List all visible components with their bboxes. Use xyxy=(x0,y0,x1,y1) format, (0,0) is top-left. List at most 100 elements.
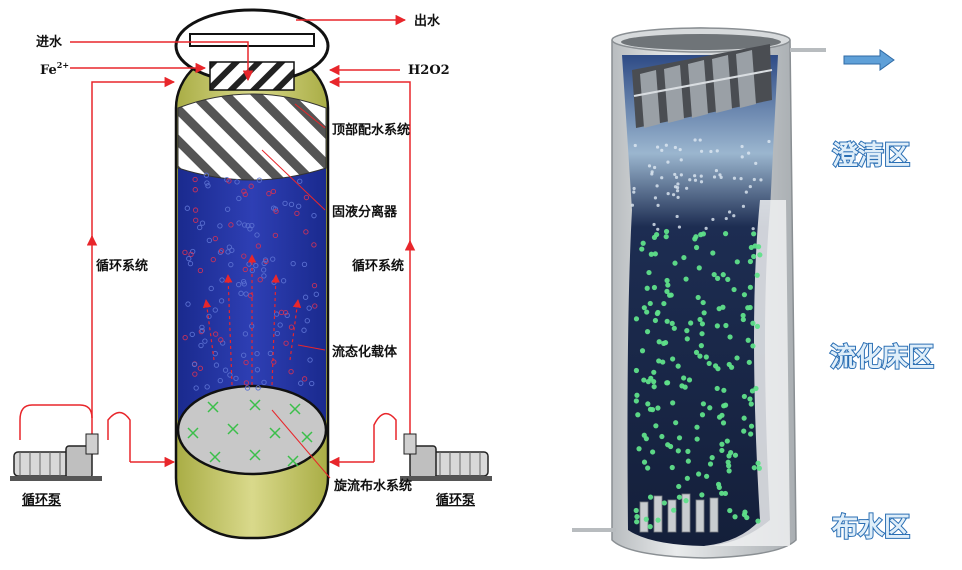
media-particle xyxy=(739,177,743,181)
carrier-particle xyxy=(243,291,249,297)
media-particle xyxy=(741,393,747,400)
carrier-particle xyxy=(253,262,259,269)
carrier-particle xyxy=(236,220,242,226)
carrier-particle xyxy=(255,243,262,249)
media-particle xyxy=(669,320,675,326)
media-particle xyxy=(707,405,713,411)
carrier-particle xyxy=(192,176,198,183)
media-particle xyxy=(675,214,679,219)
carrier-particle xyxy=(303,194,310,201)
media-particle xyxy=(746,359,752,365)
media-particle xyxy=(741,428,747,434)
media-particle xyxy=(645,401,651,407)
carrier-particle xyxy=(280,278,287,284)
carrier-particle xyxy=(247,226,253,232)
h2o2-label: H2O2 xyxy=(408,63,450,78)
carrier-particle xyxy=(189,331,195,338)
carrier-particle xyxy=(240,278,247,285)
carrier-particle xyxy=(311,213,317,219)
carrier-particle xyxy=(228,222,234,228)
media-particle xyxy=(723,322,729,329)
media-particle xyxy=(699,412,706,418)
media-particle xyxy=(741,415,747,421)
media-particle xyxy=(661,300,667,307)
media-particle xyxy=(714,323,720,329)
media-particle xyxy=(699,321,706,327)
media-particle xyxy=(732,452,739,458)
media-particle xyxy=(655,184,659,188)
carrier-particle xyxy=(222,367,229,373)
left-pump-label: 循环泵 xyxy=(22,492,61,508)
left-circulation-line xyxy=(91,76,176,455)
media-particle xyxy=(740,316,746,323)
media-particle xyxy=(704,226,708,231)
media-particle xyxy=(682,384,688,390)
media-particle xyxy=(715,149,719,153)
media-particle xyxy=(696,471,702,477)
carrier-particle xyxy=(288,369,294,375)
carrier-particle xyxy=(261,379,267,386)
swirl-distribution-label: 旋流布水系统 xyxy=(333,478,412,494)
carrier-particle xyxy=(186,255,192,262)
media-particle xyxy=(699,174,703,178)
right-pump xyxy=(400,433,492,481)
carrier-particle xyxy=(256,177,263,183)
media-particle xyxy=(751,253,757,260)
media-particle xyxy=(720,304,726,310)
media-particle xyxy=(651,369,657,375)
media-particle xyxy=(747,258,753,265)
media-particle xyxy=(639,348,646,354)
media-particle xyxy=(745,337,751,343)
media-particle xyxy=(693,174,697,178)
media-particle xyxy=(747,304,753,311)
plate-settler xyxy=(632,44,773,128)
media-particle xyxy=(728,450,734,456)
media-particle xyxy=(740,144,744,149)
media-particle xyxy=(643,436,649,442)
media-particle xyxy=(719,447,725,454)
carrier-particle xyxy=(204,180,210,186)
carrier-particle xyxy=(184,205,190,211)
media-particle xyxy=(644,285,650,291)
carrier-particle xyxy=(227,372,233,378)
carrier-particle xyxy=(312,303,318,309)
media-particle xyxy=(688,320,694,326)
right-circulation-line xyxy=(328,76,411,455)
media-particle xyxy=(748,431,754,437)
carrier-particle xyxy=(254,232,260,238)
carrier-particle xyxy=(238,290,244,296)
media-particle xyxy=(672,260,678,266)
media-particle xyxy=(694,436,700,442)
carrier-particle xyxy=(191,361,198,368)
top-drain-label: 顶部配水系统 xyxy=(332,122,410,138)
media-particle xyxy=(669,464,675,471)
media-particle xyxy=(676,195,680,199)
media-particle xyxy=(633,367,640,374)
media-particle xyxy=(677,225,682,229)
carrier-particle xyxy=(188,251,194,257)
media-particle xyxy=(756,465,762,471)
media-particle xyxy=(647,300,653,307)
carrier-particle xyxy=(272,232,279,239)
media-particle xyxy=(734,355,740,361)
media-particle xyxy=(718,173,722,177)
media-particle xyxy=(698,343,704,349)
media-particle xyxy=(709,455,715,461)
media-particle xyxy=(673,172,677,177)
media-particle xyxy=(740,312,746,319)
media-particle xyxy=(643,516,649,522)
media-particle xyxy=(647,494,654,500)
media-particle xyxy=(655,405,661,411)
carrier-particle xyxy=(311,242,317,248)
media-particle xyxy=(635,412,641,418)
carrier-particle xyxy=(192,187,198,193)
media-particle xyxy=(664,380,671,386)
media-particle xyxy=(647,406,654,412)
carrier-particle xyxy=(254,350,260,357)
media-particle xyxy=(684,475,690,481)
media-particle xyxy=(731,286,737,293)
media-particle xyxy=(676,483,682,490)
carrier-particle xyxy=(193,385,199,391)
media-particle xyxy=(716,414,723,420)
media-particle xyxy=(655,309,661,316)
